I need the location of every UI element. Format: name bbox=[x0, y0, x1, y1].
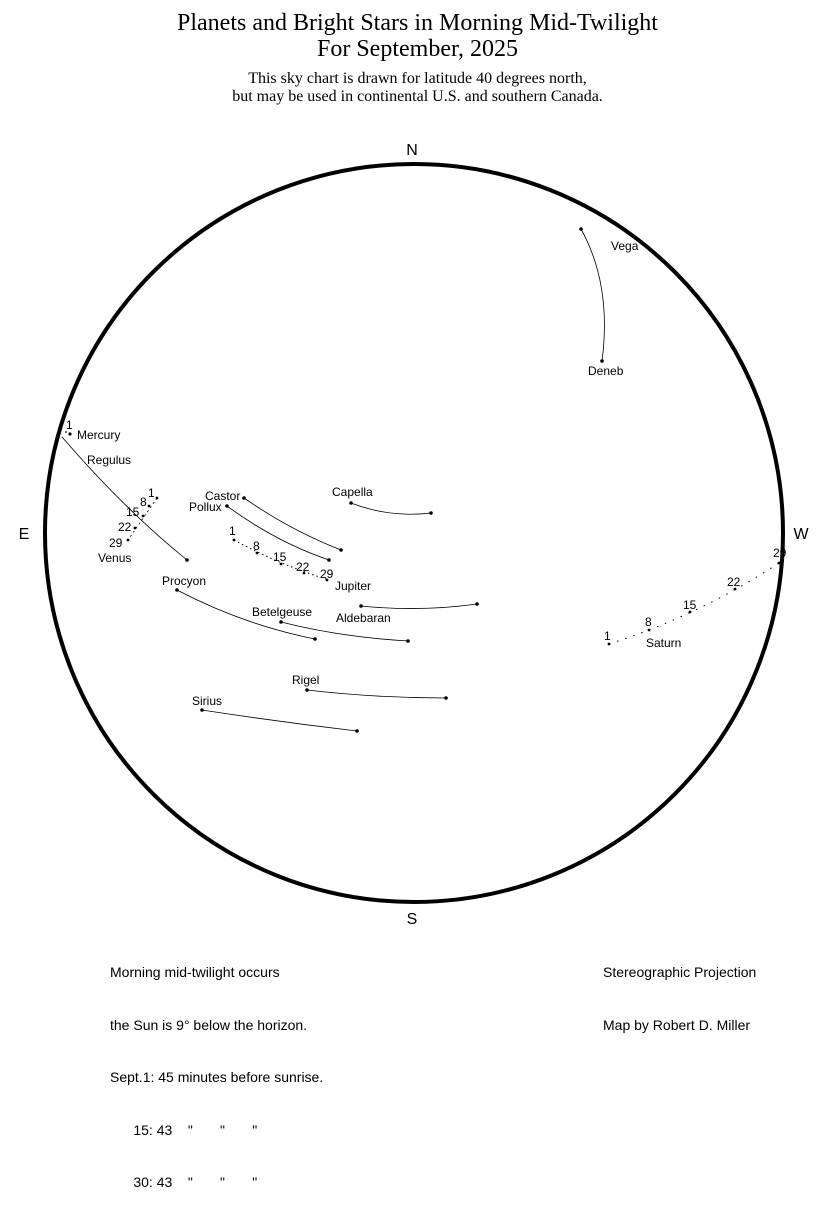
castor-label: Castor bbox=[205, 489, 240, 503]
vega-label: Vega bbox=[611, 239, 639, 253]
mercury-dot bbox=[68, 432, 72, 436]
jupiter-date-15: 15 bbox=[273, 550, 287, 564]
sirius-label: Sirius bbox=[192, 694, 222, 708]
sirius-dot bbox=[200, 708, 204, 712]
venus-date-22: 22 bbox=[118, 520, 132, 534]
jupiter-point-29 bbox=[325, 578, 329, 582]
aldebaran-label: Aldebaran bbox=[336, 611, 391, 625]
pollux-label: Pollux bbox=[189, 500, 222, 514]
mercury-trail-dot bbox=[65, 431, 67, 433]
betelgeuse-label: Betelgeuse bbox=[252, 605, 312, 619]
chart-title-line1: Planets and Bright Stars in Morning Mid-… bbox=[177, 10, 658, 36]
sky-chart: N S E W Vega Deneb Capella Castor Pollux… bbox=[19, 142, 810, 928]
subtitle-line2: but may be used in continental U.S. and … bbox=[232, 88, 603, 105]
twilight-note-line5: 30: 43 " " " bbox=[110, 1174, 258, 1190]
deneb-dot bbox=[600, 359, 604, 363]
mercury-date-label: 1 bbox=[66, 418, 73, 432]
vega-track bbox=[580, 228, 605, 362]
saturn-point-1 bbox=[607, 642, 611, 646]
venus-point-15 bbox=[141, 514, 145, 518]
saturn-track bbox=[608, 562, 780, 645]
aldebaran-track bbox=[360, 603, 478, 609]
saturn-label: Saturn bbox=[646, 636, 681, 650]
jupiter-date-22: 22 bbox=[296, 560, 310, 574]
twilight-note-line4: 15: 43 " " " bbox=[110, 1121, 258, 1138]
jupiter-point-8 bbox=[255, 551, 259, 555]
rigel-label: Rigel bbox=[292, 673, 319, 687]
direction-north: N bbox=[406, 142, 418, 159]
betelgeuse-end-dot bbox=[406, 639, 410, 643]
direction-east: E bbox=[19, 526, 30, 543]
venus-point-1 bbox=[155, 496, 159, 500]
venus-label: Venus bbox=[98, 551, 131, 565]
jupiter-date-1: 1 bbox=[229, 524, 236, 538]
jupiter-point-1 bbox=[232, 538, 236, 542]
twilight-note: Morning mid-twilight occurs the Sun is 9… bbox=[110, 929, 323, 1209]
mercury-label: Mercury bbox=[77, 428, 120, 442]
aldebaran-end-dot bbox=[475, 602, 479, 606]
saturn-point-15 bbox=[688, 610, 692, 614]
subtitle-line1: This sky chart is drawn for latitude 40 … bbox=[248, 70, 587, 87]
regulus-dot bbox=[185, 558, 189, 562]
jupiter-label: Jupiter bbox=[335, 579, 371, 593]
castor-end-dot bbox=[339, 548, 343, 552]
venus-track bbox=[127, 497, 158, 541]
venus-date-8: 8 bbox=[140, 495, 147, 509]
procyon-label: Procyon bbox=[162, 574, 206, 588]
venus-date-29: 29 bbox=[109, 536, 123, 550]
rigel-end-dot bbox=[444, 696, 448, 700]
venus-point-8 bbox=[147, 504, 151, 508]
capella-end-dot bbox=[429, 511, 433, 515]
regulus-label: Regulus bbox=[87, 453, 131, 467]
jupiter-date-8: 8 bbox=[253, 539, 260, 553]
rigel-track bbox=[306, 689, 447, 699]
procyon-track bbox=[176, 589, 316, 640]
vega-start-dot bbox=[579, 227, 583, 231]
vega-dot bbox=[625, 230, 629, 234]
chart-title-line2: For September, 2025 bbox=[316, 36, 518, 62]
twilight-note-line3: Sept.1: 45 minutes before sunrise. bbox=[110, 1069, 324, 1085]
capella-dot bbox=[349, 501, 353, 505]
venus-point-29 bbox=[126, 538, 130, 542]
procyon-end-dot bbox=[313, 637, 317, 641]
saturn-date-22: 22 bbox=[727, 575, 741, 589]
saturn-date-15: 15 bbox=[683, 598, 697, 612]
saturn-date-8: 8 bbox=[645, 615, 652, 629]
pollux-track bbox=[226, 505, 330, 561]
jupiter-point-15 bbox=[279, 562, 283, 566]
betelgeuse-dot bbox=[279, 620, 283, 624]
aldebaran-dot bbox=[359, 604, 363, 608]
jupiter-point-22 bbox=[302, 571, 306, 575]
castor-track bbox=[243, 497, 342, 551]
sirius-track bbox=[201, 709, 358, 732]
saturn-date-29: 29 bbox=[773, 546, 787, 560]
deneb-label: Deneb bbox=[588, 364, 624, 378]
horizon-circle bbox=[43, 162, 785, 904]
saturn-point-8 bbox=[647, 628, 651, 632]
saturn-point-29 bbox=[777, 561, 781, 565]
castor-dot bbox=[242, 496, 246, 500]
venus-point-22 bbox=[133, 526, 137, 530]
saturn-point-22 bbox=[733, 587, 737, 591]
jupiter-date-29: 29 bbox=[320, 567, 334, 581]
betelgeuse-track bbox=[280, 621, 409, 642]
capella-track bbox=[350, 502, 432, 515]
regulus-track bbox=[61, 436, 188, 561]
saturn-date-1: 1 bbox=[604, 629, 611, 643]
sirius-end-dot bbox=[355, 729, 359, 733]
credits: Stereographic Projection Map by Robert D… bbox=[603, 929, 756, 1052]
pollux-end-dot bbox=[327, 558, 331, 562]
rigel-dot bbox=[305, 688, 309, 692]
pollux-dot bbox=[225, 504, 229, 508]
author-credit: Map by Robert D. Miller bbox=[603, 1016, 751, 1033]
direction-west: W bbox=[793, 526, 809, 543]
direction-south: S bbox=[407, 911, 418, 928]
procyon-dot bbox=[175, 588, 179, 592]
twilight-note-line2: the Sun is 9° below the horizon. bbox=[110, 1016, 308, 1033]
twilight-note-line1: Morning mid-twilight occurs bbox=[110, 964, 280, 980]
venus-date-15: 15 bbox=[126, 505, 140, 519]
capella-label: Capella bbox=[332, 485, 373, 499]
projection-credit: Stereographic Projection bbox=[603, 964, 757, 980]
venus-date-1: 1 bbox=[148, 486, 155, 500]
